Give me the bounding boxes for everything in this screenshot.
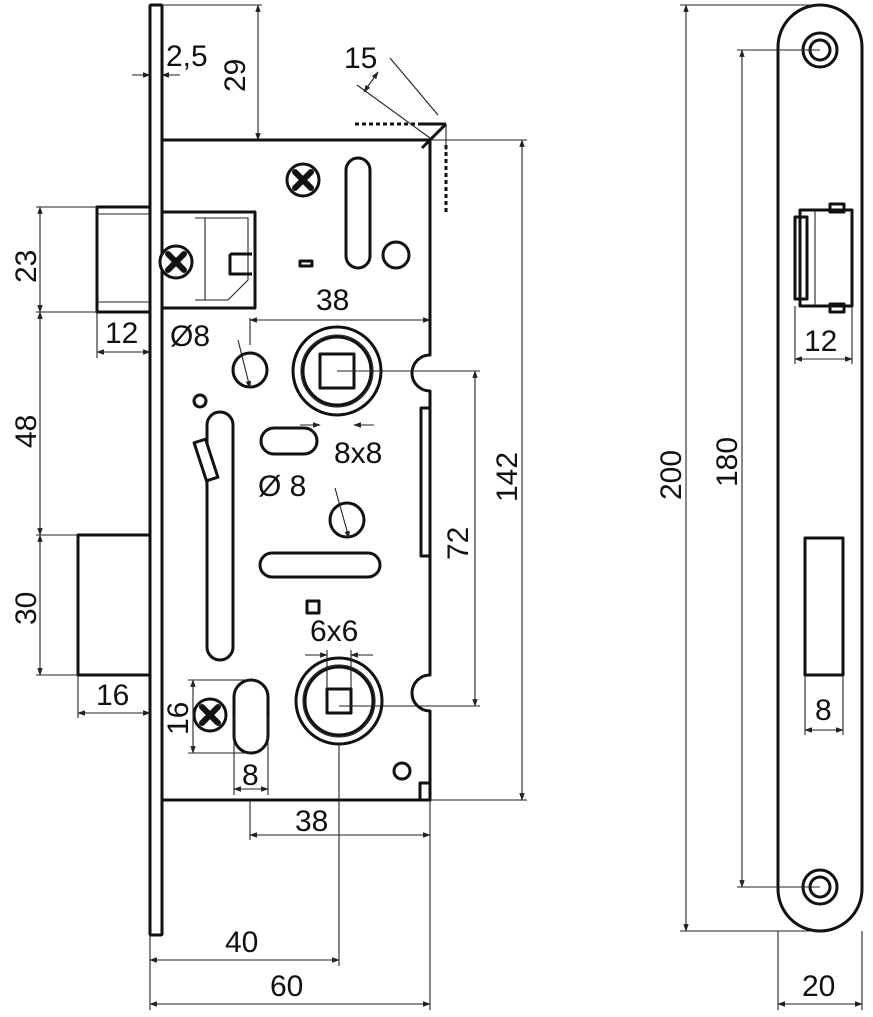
key-follower xyxy=(294,656,384,746)
upper-hole xyxy=(381,240,411,270)
label-plate-latch-width: 12 xyxy=(804,325,837,358)
dimension-labels: 2,5 29 15 23 12 Ø8 38 8x8 48 142 Ø 8 72 … xyxy=(10,40,837,1003)
faceplate xyxy=(148,3,164,937)
label-plate-height: 200 xyxy=(655,450,688,500)
label-slot-width: 8 xyxy=(242,759,259,792)
dimension-lines xyxy=(36,4,527,1010)
upper-slot xyxy=(344,156,372,270)
label-case-depth: 60 xyxy=(270,970,303,1003)
lower-hole xyxy=(392,761,412,781)
label-screw-spacing: 180 xyxy=(711,437,744,487)
faceplate-dimension-lines xyxy=(680,4,863,1010)
label-key-square: 6x6 xyxy=(310,615,358,648)
lock-case xyxy=(160,138,432,802)
label-bolt-height: 30 xyxy=(10,592,43,625)
label-latch-to-handle: 48 xyxy=(10,415,43,448)
bolt-opening xyxy=(803,536,845,677)
label-hole-dia-middle: Ø 8 xyxy=(258,470,306,503)
label-handle-to-edge: 38 xyxy=(316,284,349,317)
lower-screw-icon xyxy=(194,699,226,731)
pivot-hole xyxy=(192,393,208,409)
upper-horizontal-slot xyxy=(259,426,319,456)
edge-guide xyxy=(419,406,432,558)
case-screw-icon xyxy=(287,164,319,196)
small-square xyxy=(305,599,321,615)
spring-lever xyxy=(192,437,220,483)
label-bevel-angle: 15 xyxy=(344,42,377,75)
label-handle-to-key: 72 xyxy=(442,527,475,560)
long-slot xyxy=(205,410,235,662)
lower-notch xyxy=(418,781,432,802)
faceplate-front-view xyxy=(776,3,864,933)
small-marker xyxy=(298,259,314,268)
lock-body-view xyxy=(76,3,448,937)
dead-bolt xyxy=(76,533,152,677)
latch-bolt xyxy=(95,205,257,314)
faceplate-front xyxy=(776,3,864,933)
label-bolt-projection: 16 xyxy=(96,679,129,712)
label-handle-square: 8x8 xyxy=(334,437,382,470)
label-backset: 40 xyxy=(225,926,258,959)
latch-front xyxy=(793,202,854,314)
lower-horizontal-slot xyxy=(258,551,382,579)
label-slot-height: 16 xyxy=(162,702,195,735)
label-plate-width: 20 xyxy=(802,970,835,1003)
label-case-height: 142 xyxy=(491,452,524,502)
label-key-to-edge: 38 xyxy=(295,805,328,838)
label-handle-hole-dia: Ø8 xyxy=(170,320,210,353)
label-faceplate-thickness: 2,5 xyxy=(166,40,208,73)
label-latch-height: 23 xyxy=(10,250,43,283)
label-plate-bolt-width: 8 xyxy=(815,694,832,727)
bevel-detail xyxy=(355,57,448,215)
label-backset-offset: 29 xyxy=(219,59,252,92)
latch-screw-icon xyxy=(160,246,192,278)
label-latch-projection: 12 xyxy=(105,317,138,350)
